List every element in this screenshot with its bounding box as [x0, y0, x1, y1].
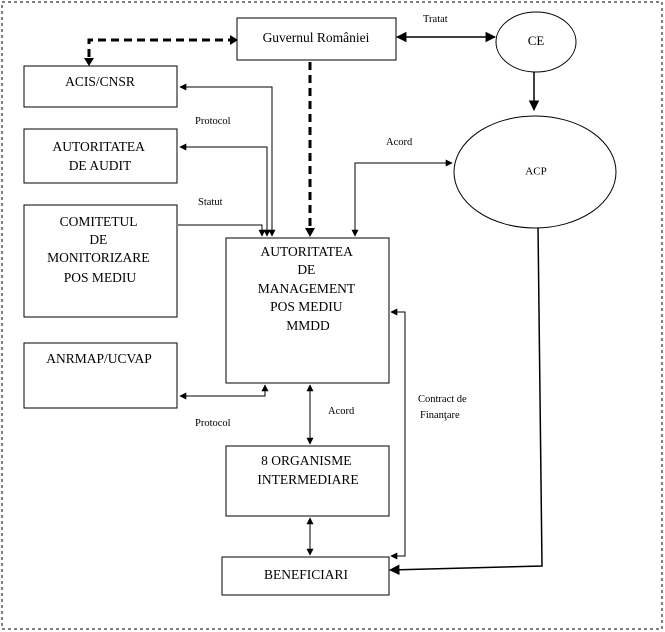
- edge-label-acord-acp: Acord: [386, 137, 413, 148]
- node-acp-label: ACP: [525, 166, 546, 178]
- node-ce: [495, 11, 577, 73]
- node-acp: [453, 115, 617, 229]
- node-comitet-label: COMITETUL DE MONITORIZARE POS MEDIU: [47, 214, 153, 285]
- node-am-label: AUTORITATEA DE MANAGEMENT POS MEDIU MMDD: [258, 244, 359, 333]
- edge-label-contract: Contract de Finanţare: [418, 394, 469, 421]
- node-anrmap-label: ANRMAP/UCVAP: [46, 351, 152, 366]
- edge-guvern-acis-arrowhead: [84, 58, 94, 66]
- node-audit-line-2: DE AUDIT: [69, 158, 132, 173]
- edge-am-acp: [351, 159, 453, 237]
- node-ce-label: CE: [528, 33, 545, 48]
- node-oi-line-2: INTERMEDIARE: [257, 472, 358, 487]
- edge-label-acord-oi: Acord: [328, 406, 355, 417]
- node-audit-label: AUTORITATEA DE AUDIT: [52, 139, 147, 173]
- node-acis-label: ACIS/CNSR: [65, 74, 135, 89]
- node-comitet-line-1: COMITETUL: [60, 214, 138, 229]
- node-audit: [23, 128, 178, 184]
- edge-am-beneficiari: [390, 308, 406, 560]
- edge-comitet-am: [178, 224, 266, 237]
- node-anrmap: [23, 342, 178, 409]
- node-am: [225, 237, 390, 384]
- edge-label-protocol-bottom: Protocol: [195, 418, 231, 429]
- node-oi-label: 8 ORGANISME INTERMEDIARE: [257, 453, 358, 487]
- node-am-line-3: MANAGEMENT: [258, 281, 356, 296]
- node-beneficiari: [221, 556, 390, 596]
- node-am-line-2: DE: [297, 262, 315, 277]
- edge-acis-am: [179, 83, 276, 237]
- edge-audit-am: [179, 143, 271, 237]
- edge-anrmap-am: [179, 384, 269, 400]
- edge-label-contract-line-1: Contract de: [418, 394, 467, 405]
- edge-acp-beneficiari: [388, 225, 543, 575]
- edge-guvern-acis: [87, 38, 236, 64]
- node-comitet-line-4: POS MEDIU: [64, 270, 137, 285]
- node-beneficiari-label: BENEFICIARI: [264, 567, 349, 582]
- node-oi: [225, 445, 390, 517]
- edge-guvern-am-arrowhead: [305, 228, 315, 237]
- node-comitet: [23, 204, 178, 318]
- edge-label-tratat: Tratat: [423, 14, 448, 25]
- node-oi-line-1: 8 ORGANISME: [261, 453, 351, 468]
- edge-label-protocol-top: Protocol: [195, 116, 231, 127]
- node-comitet-line-3: MONITORIZARE: [47, 250, 150, 265]
- node-am-line-5: MMDD: [286, 318, 330, 333]
- node-audit-line-1: AUTORITATEA: [52, 139, 145, 154]
- edge-label-statut: Statut: [198, 197, 223, 208]
- edge-guvern-acis-arrowhead-start: [230, 35, 238, 45]
- node-comitet-line-2: DE: [89, 232, 107, 247]
- edge-label-contract-line-2: Finanţare: [420, 410, 460, 421]
- node-acis: [23, 65, 178, 108]
- node-guvern: [236, 17, 397, 61]
- node-guvern-label: Guvernul României: [263, 30, 370, 45]
- node-am-line-4: POS MEDIU: [270, 299, 343, 314]
- node-am-line-1: AUTORITATEA: [260, 244, 353, 259]
